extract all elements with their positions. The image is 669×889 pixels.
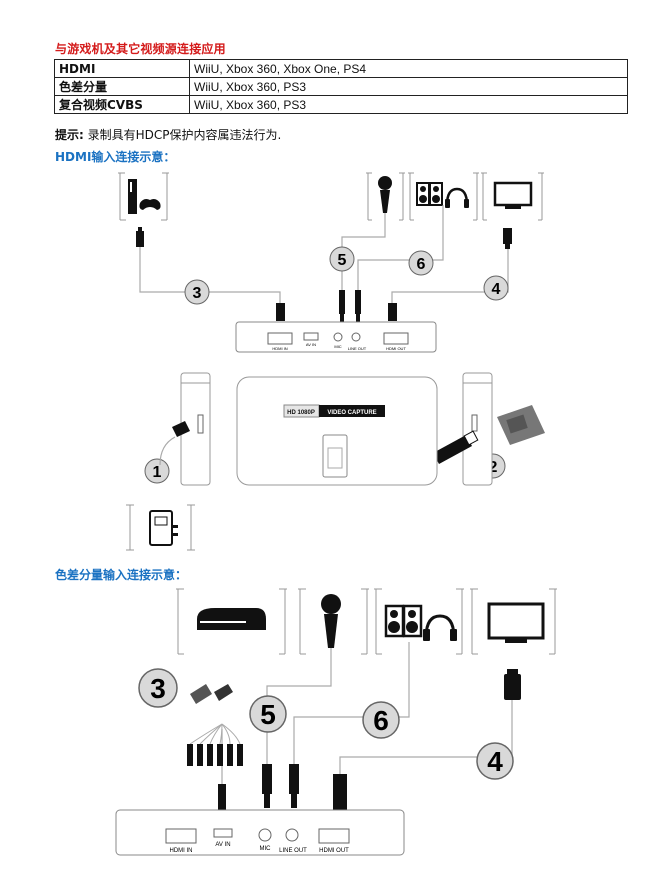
callout-2: 2 xyxy=(489,459,498,476)
callout-3: 3 xyxy=(193,285,202,302)
port-hdmi-out-label: HDMI OUT xyxy=(386,346,406,351)
callout-6: 6 xyxy=(417,256,426,273)
component-diagram-title: 色差分量输入连接示意： xyxy=(55,568,188,582)
table-row: 色差分量 WiiU, Xbox 360, PS3 xyxy=(54,77,628,96)
callout-5: 5 xyxy=(338,252,347,269)
microphone-icon xyxy=(321,594,341,648)
hdmi-connection-diagram: 3 4 5 6 1 2 HDMI IN AV IN MIC LINE OUT H… xyxy=(118,172,545,551)
table-row: HDMI WiiU, Xbox 360, Xbox One, PS4 xyxy=(54,59,628,78)
capture-device-front: HD 1080P VIDEO CAPTURE xyxy=(236,376,438,486)
callout-group: 3 4 5 6 1 2 xyxy=(144,246,509,484)
port-hdmi-out-label: HDMI OUT xyxy=(319,848,349,854)
port-mic-label: MIC xyxy=(334,344,341,349)
microphone-icon xyxy=(378,176,392,213)
device-label-right: VIDEO CAPTURE xyxy=(327,410,376,416)
speakers-headphones-icon xyxy=(384,604,457,641)
hdcp-note: 提示: 录制具有HDCP保护内容属违法行为. xyxy=(55,126,281,143)
hdmi-diagram-title: HDMI输入连接示意： xyxy=(55,150,176,164)
port-av-in-label: AV IN xyxy=(215,842,230,848)
devices-cell: WiiU, Xbox 360, PS3 xyxy=(189,95,628,114)
port-hdmi-in-label: HDMI IN xyxy=(170,848,193,854)
devices-cell: WiiU, Xbox 360, Xbox One, PS4 xyxy=(189,59,628,78)
callout-6: 6 xyxy=(373,705,389,736)
component-cable-icon xyxy=(187,684,243,810)
device-rear-panel: HDMI IN AV IN MIC LINE OUT HDMI OUT xyxy=(235,321,437,353)
tv-icon xyxy=(487,602,545,643)
usb-storage-icon xyxy=(433,430,479,464)
table-row: 复合视频CVBS WiiU, Xbox 360, PS3 xyxy=(54,95,628,114)
source-cell: HDMI xyxy=(54,59,190,78)
devices-cell: WiiU, Xbox 360, PS3 xyxy=(189,77,628,96)
sd-card-icon xyxy=(497,405,545,445)
callout-group: 3 5 6 4 xyxy=(138,668,514,780)
note-label: 提示: xyxy=(55,128,84,142)
ps3-console-icon xyxy=(197,608,266,630)
source-cell: 色差分量 xyxy=(54,77,190,96)
port-line-out-label: LINE OUT xyxy=(348,346,367,351)
port-line-out-label: LINE OUT xyxy=(279,848,307,854)
callout-4: 4 xyxy=(487,746,503,777)
section-title: 与游戏机及其它视频源连接应用 xyxy=(55,42,226,56)
port-mic-label: MIC xyxy=(260,846,272,852)
port-hdmi-in-label: HDMI IN xyxy=(272,346,287,351)
callout-1: 1 xyxy=(153,464,162,481)
tv-icon xyxy=(493,181,533,209)
power-adapter-icon xyxy=(126,421,195,551)
callout-3: 3 xyxy=(150,673,166,704)
callout-4: 4 xyxy=(492,281,501,298)
source-cell: 复合视频CVBS xyxy=(54,95,190,114)
device-label-left: HD 1080P xyxy=(287,410,315,416)
compatibility-table: HDMI WiiU, Xbox 360, Xbox One, PS4 色差分量 … xyxy=(54,59,628,114)
component-connection-diagram: 3 5 6 4 HDMI IN xyxy=(115,588,557,856)
callout-5: 5 xyxy=(260,699,276,730)
speakers-headphones-icon xyxy=(416,182,469,208)
game-console-icon xyxy=(128,179,161,214)
port-av-in-label: AV IN xyxy=(306,342,316,347)
note-text: 录制具有HDCP保护内容属违法行为. xyxy=(83,128,282,142)
device-rear-panel: HDMI IN AV IN MIC LINE OUT HDMI OUT xyxy=(115,809,405,856)
